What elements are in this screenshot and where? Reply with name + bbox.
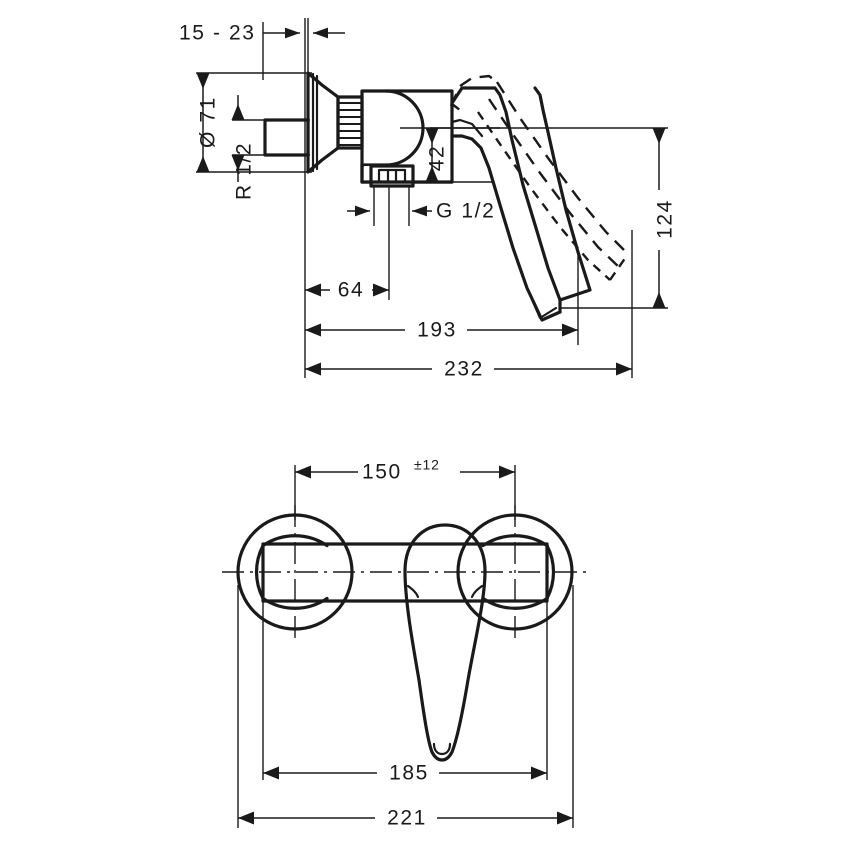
lever-handle-closed bbox=[450, 86, 592, 322]
dimension-outlet-height: 42 bbox=[425, 128, 449, 182]
dimension-connection-centres: 150 ±12 bbox=[295, 457, 515, 484]
dim-label-body-depth: 64 bbox=[338, 279, 365, 302]
side-elevation-view: 15 - 23 Ø 71 R 1/2 42 G 1/2 bbox=[179, 18, 677, 381]
lever-tip-detail bbox=[432, 742, 452, 756]
dim-r12-arrow-top bbox=[231, 104, 245, 120]
dim-185-arrow-left bbox=[263, 766, 279, 780]
escutcheon-left bbox=[236, 513, 354, 631]
dim-label-outlet-height: 42 bbox=[426, 145, 449, 172]
mixer-body-rect bbox=[261, 542, 549, 603]
outlet-nipple-body bbox=[369, 164, 415, 188]
dim-232-text-mask bbox=[432, 357, 494, 381]
dim-label-connection-tolerance: ±12 bbox=[414, 457, 440, 473]
dim-71-arrow-top bbox=[196, 73, 210, 89]
dimension-body-width: 185 bbox=[263, 761, 547, 785]
escutcheon-right-arc-top bbox=[481, 534, 549, 548]
dimension-total-projection: 232 bbox=[305, 357, 632, 381]
collar-body bbox=[336, 95, 364, 150]
dim-193-arrow-left bbox=[305, 323, 321, 337]
dim-124-arrow-bottom bbox=[652, 292, 666, 308]
dim-label-lever-projection: 193 bbox=[417, 319, 457, 342]
dimension-escutcheon-diameter: Ø 71 bbox=[196, 73, 220, 172]
escutcheon-left-arc-bottom bbox=[261, 596, 329, 610]
dim-124-text-mask bbox=[648, 190, 672, 250]
dim-label-escutcheon-diameter: Ø 71 bbox=[197, 96, 220, 148]
dim-150-arrow-right bbox=[499, 465, 515, 479]
dim-64-text-mask bbox=[330, 278, 372, 302]
front-body bbox=[261, 542, 549, 603]
dim-label-total-projection: 232 bbox=[444, 358, 484, 381]
lever-handle-open-ghost bbox=[449, 74, 629, 281]
dim-185-arrow-right bbox=[531, 766, 547, 780]
dim-150-text-mask bbox=[358, 460, 460, 484]
dim-label-lever-drop: 124 bbox=[654, 199, 677, 239]
dim-label-body-width: 185 bbox=[389, 762, 429, 785]
dimension-wall-thickness: 15 - 23 bbox=[179, 22, 345, 45]
dim-232-arrow-left bbox=[305, 362, 321, 376]
lever-closed-back-profile bbox=[450, 134, 562, 322]
dim-64-arrow-right bbox=[373, 283, 389, 297]
ghost-lever-top-cap bbox=[449, 74, 498, 107]
ghost-lever-mid-edge bbox=[488, 98, 621, 269]
dim-185-text-mask bbox=[377, 761, 439, 785]
dim-221-text-mask bbox=[375, 806, 437, 830]
dim-124-arrow-top bbox=[652, 128, 666, 144]
dimension-lever-projection: 193 bbox=[305, 318, 578, 342]
ghost-lever-hub bbox=[451, 103, 461, 111]
escutcheon-right bbox=[456, 513, 574, 631]
lever-teardrop-outline bbox=[403, 523, 487, 762]
dim-label-outlet-thread: G 1/2 bbox=[436, 200, 495, 223]
dimension-inlet-thread: R 1/2 bbox=[231, 95, 256, 200]
front-lever-handle bbox=[403, 523, 487, 762]
dimension-lever-drop: 124 bbox=[648, 128, 677, 308]
dim-label-wall-thickness: 15 - 23 bbox=[179, 22, 256, 45]
escutcheon-right-arc-outer bbox=[545, 544, 556, 600]
cartridge-dome bbox=[360, 89, 425, 167]
ghost-lever-lower-edge bbox=[477, 111, 611, 281]
lever-closed-crease bbox=[450, 118, 484, 138]
dim-42-arrow-top bbox=[425, 128, 439, 144]
escutcheon-right-arc-bottom bbox=[481, 596, 549, 610]
dim-label-inlet-thread: R 1/2 bbox=[233, 142, 256, 200]
dim-150-arrow-left bbox=[295, 465, 311, 479]
dim-label-overall-width: 221 bbox=[387, 807, 427, 830]
outlet-nipple-inner bbox=[377, 168, 407, 184]
front-escutcheons bbox=[236, 513, 574, 631]
dimension-outlet-thread: G 1/2 bbox=[347, 200, 495, 223]
dimension-overall-width: 221 bbox=[238, 806, 573, 830]
dim-221-arrow-right bbox=[557, 811, 573, 825]
dim-232-arrow-right bbox=[616, 362, 632, 376]
outlet-nipple bbox=[369, 164, 415, 188]
body-bottom-profile bbox=[360, 163, 454, 184]
dim-64-arrow-left bbox=[305, 283, 321, 297]
lever-right-crease bbox=[470, 584, 484, 599]
wall-inlet-stub bbox=[263, 118, 310, 157]
lever-closed-inner-edge bbox=[450, 134, 558, 320]
front-view-centre-lines bbox=[222, 505, 590, 640]
escutcheon-left-arc-outer bbox=[254, 544, 265, 600]
inlet-stub-outline bbox=[263, 118, 310, 157]
dim-r12-arrow-bottom bbox=[231, 155, 245, 171]
front-view-extension-lines bbox=[237, 465, 574, 828]
ghost-lever-upper-edge bbox=[495, 81, 629, 255]
front-escutcheon-visible-arcs bbox=[254, 534, 556, 610]
dim-label-connection-centres: 150 bbox=[362, 461, 402, 484]
lever-left-crease bbox=[406, 584, 420, 599]
dim-221-arrow-left bbox=[238, 811, 254, 825]
dim-193-arrow-right bbox=[562, 323, 578, 337]
wall-escutcheon-cone bbox=[306, 71, 340, 174]
ghost-lever-tip bbox=[609, 253, 629, 281]
dimension-body-depth: 64 bbox=[305, 278, 389, 302]
dim-193-text-mask bbox=[405, 318, 467, 342]
knurled-collar bbox=[336, 95, 364, 150]
escutcheon-left-arc-top bbox=[261, 534, 329, 548]
dim-71-arrow-bottom bbox=[196, 156, 210, 172]
dim-42-arrow-bottom bbox=[425, 166, 439, 182]
front-elevation-view: 150 ±12 185 221 bbox=[222, 457, 590, 830]
lever-closed-outline bbox=[450, 86, 592, 302]
